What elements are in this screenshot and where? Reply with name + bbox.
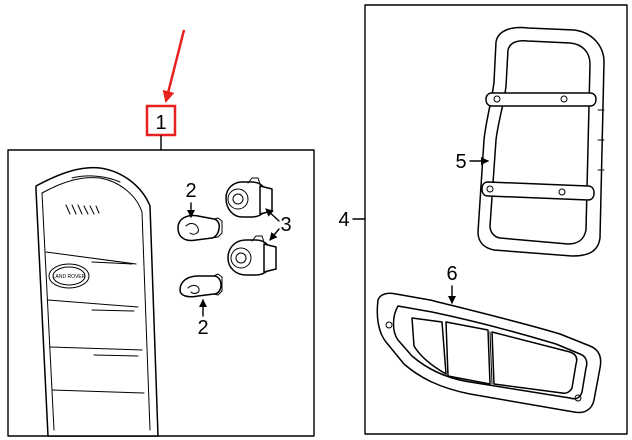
lamp-assembly-frame (7, 149, 315, 437)
callout-4-label: 4 (338, 209, 349, 231)
tail-lamp-lens[interactable]: LAND ROVER (35, 166, 159, 437)
emblem-text: LAND ROVER (53, 274, 86, 280)
callout-3-leader-lower (269, 228, 280, 241)
gasket[interactable] (376, 292, 602, 414)
callout-3-label: 3 (280, 214, 291, 236)
lens-frame[interactable] (477, 26, 605, 257)
callout-3-leader-upper (265, 208, 280, 222)
callout-6-label: 6 (446, 263, 457, 285)
callout-1-label: 1 (155, 112, 166, 134)
socket-upper[interactable] (225, 177, 273, 218)
callout-2-upper-label: 2 (185, 180, 196, 202)
highlight-arrow (162, 29, 186, 103)
lens-vent-slots (65, 204, 100, 215)
bulb-lower[interactable] (179, 273, 223, 298)
highlight-box[interactable] (145, 104, 177, 137)
land-rover-emblem (48, 263, 90, 289)
socket-lower[interactable] (227, 235, 277, 276)
callout-2-lower-label: 2 (197, 317, 208, 339)
bulb-upper[interactable] (177, 214, 223, 242)
callout-5-label: 5 (455, 151, 466, 173)
